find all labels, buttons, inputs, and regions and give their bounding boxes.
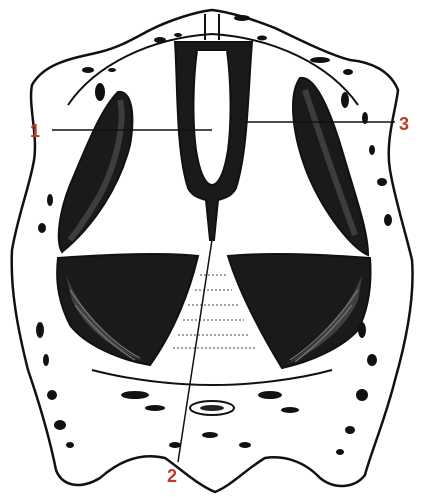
label-2: 2 bbox=[167, 466, 177, 486]
label-3: 3 bbox=[399, 114, 409, 134]
coccyx-core bbox=[200, 405, 224, 411]
label-1: 1 bbox=[30, 121, 40, 141]
